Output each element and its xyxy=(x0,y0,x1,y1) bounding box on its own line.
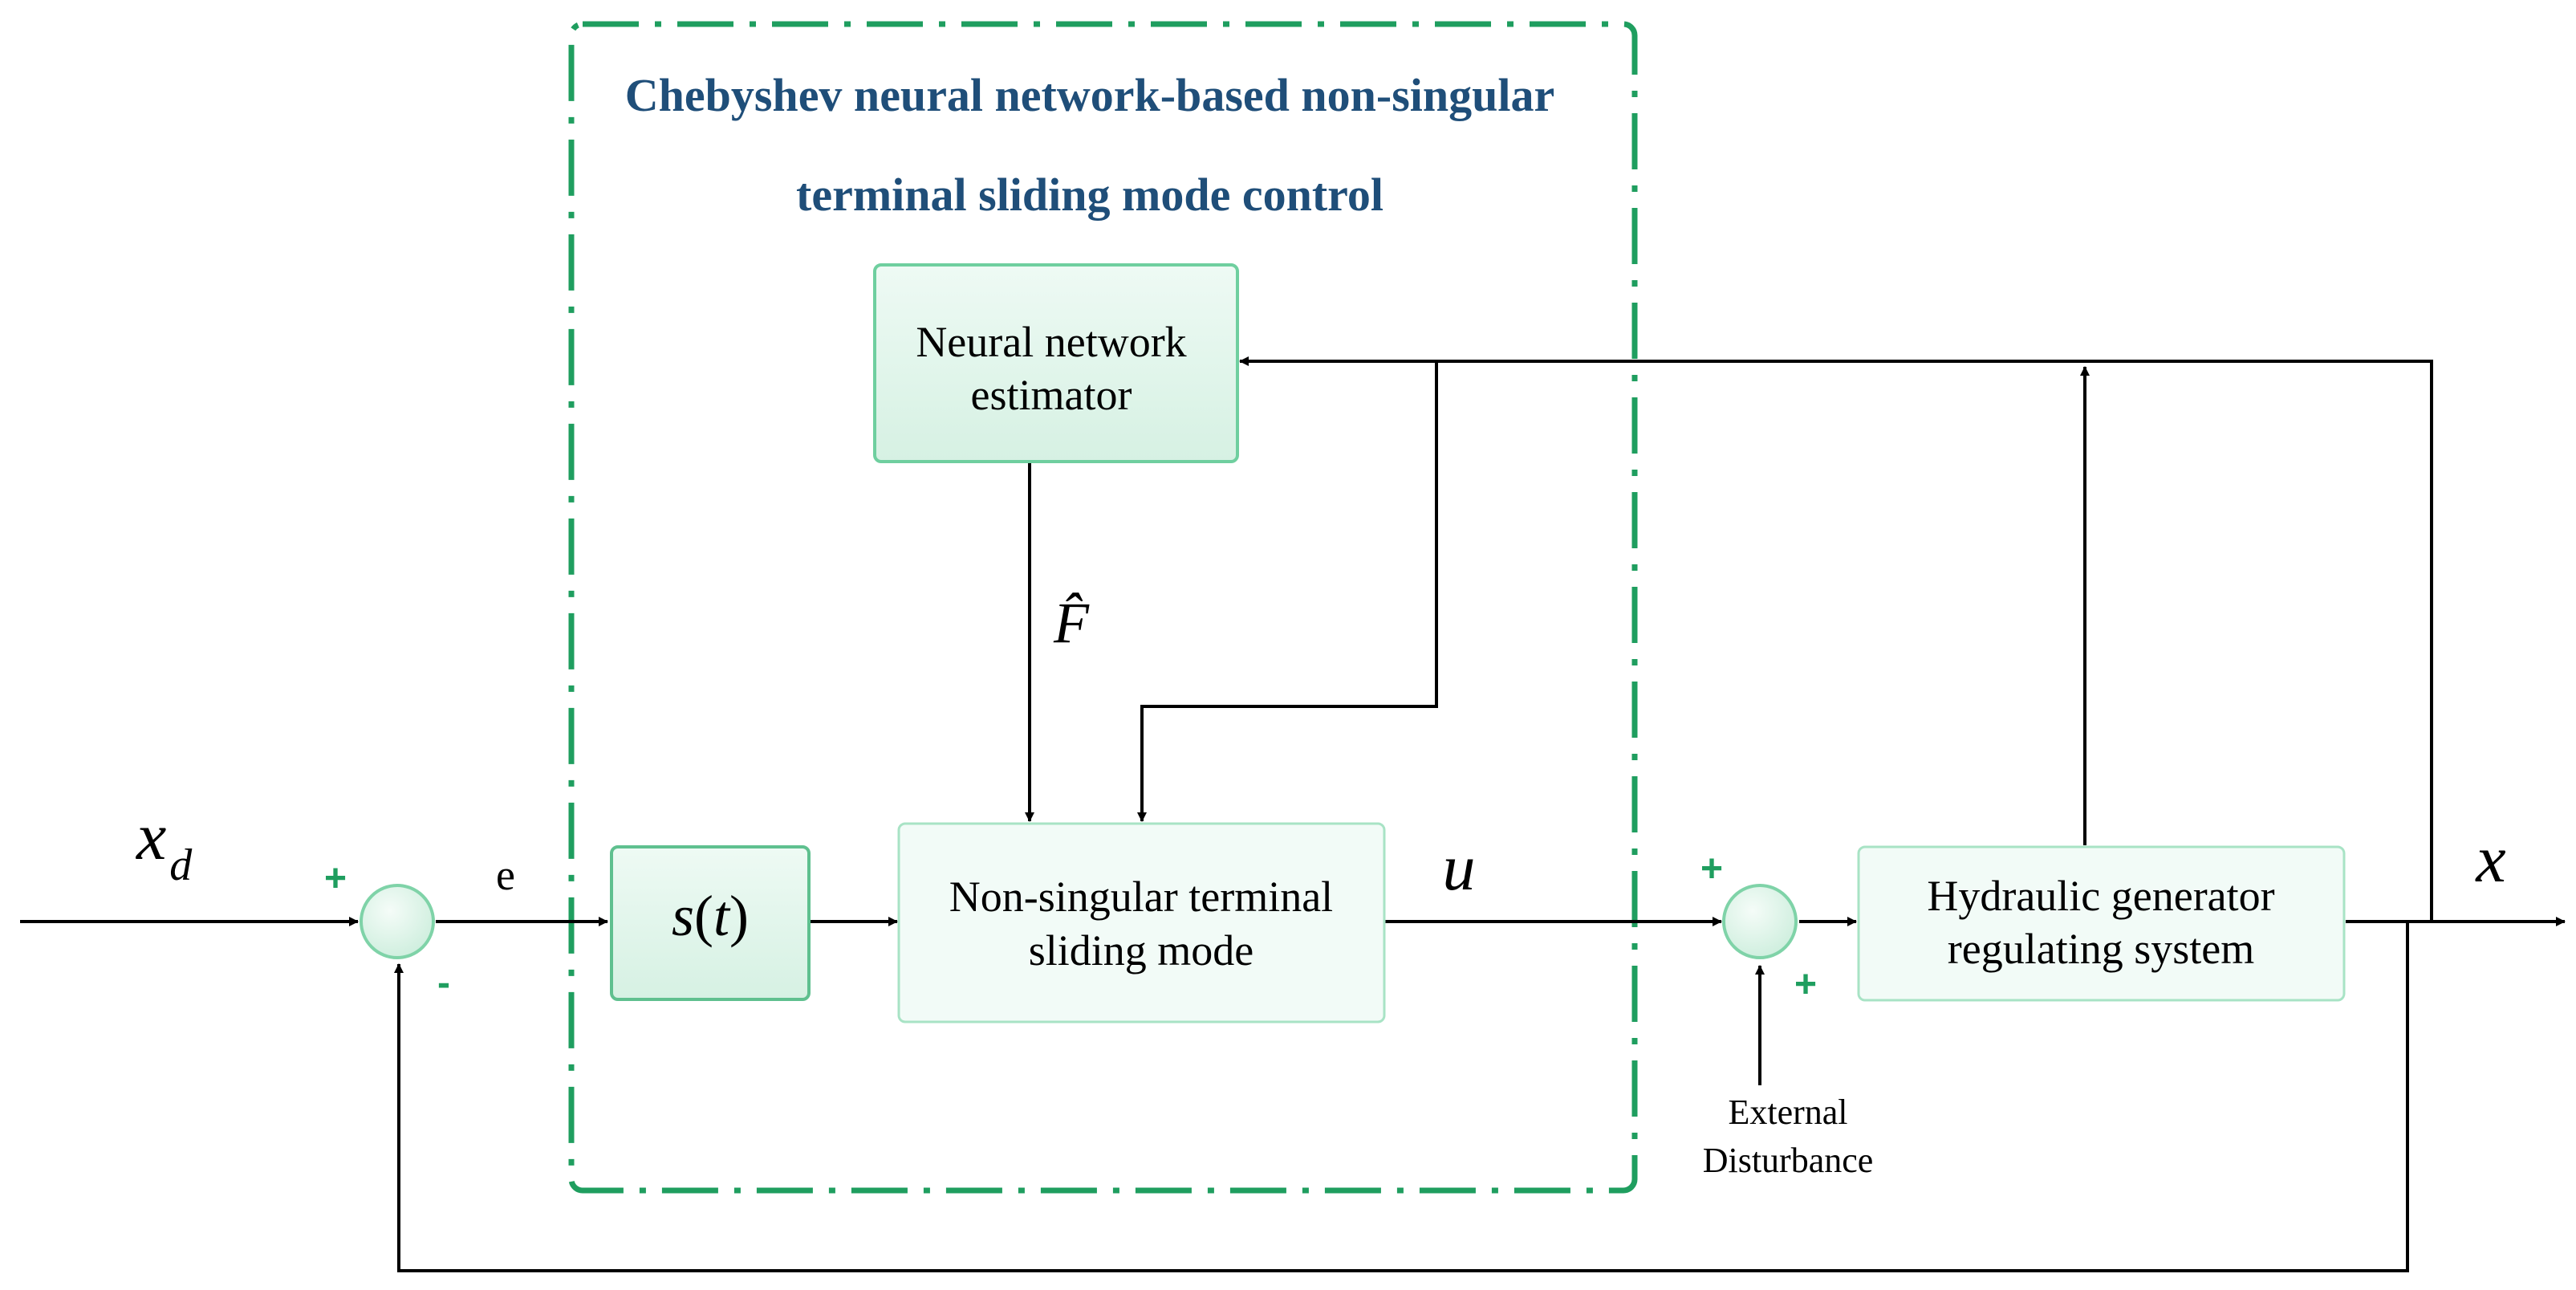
hydraulic-label-line2: regulating system xyxy=(1948,925,2254,973)
sum1-plus-sign: + xyxy=(324,857,347,900)
hydraulic-system-block: Hydraulic generator regulating system xyxy=(1857,845,2346,1002)
ntsm-block: Non-singular terminal sliding mode xyxy=(897,822,1386,1023)
estimator-label-line1: Neural network xyxy=(916,318,1186,366)
ntsm-label-line2: sliding mode xyxy=(1029,926,1254,975)
sum2-plus-sign-bottom: + xyxy=(1794,963,1817,1006)
sum1-minus-sign: - xyxy=(437,962,450,1004)
summing-junction-1 xyxy=(360,884,435,959)
error-signal-label: e xyxy=(496,851,515,899)
sum2-plus-sign-top: + xyxy=(1700,848,1723,890)
controller-title-line1: Chebyshev neural network-based non-singu… xyxy=(625,69,1555,121)
summing-junction-2 xyxy=(1722,884,1798,959)
disturbance-label-line1: External xyxy=(1728,1093,1847,1132)
feedback-to-ntsm-wire xyxy=(1137,361,1438,822)
disturbance-label-line2: Disturbance xyxy=(1703,1141,1874,1180)
sliding-surface-block: s(t) xyxy=(610,845,811,1001)
controller-boundary xyxy=(568,21,1638,1194)
estimator-label-line2: estimator xyxy=(971,371,1132,419)
ntsm-label-line1: Non-singular terminal xyxy=(949,873,1333,921)
neural-network-estimator-block: Neural network estimator xyxy=(873,263,1239,463)
reference-signal-label: xd xyxy=(135,800,193,890)
sliding-surface-label: s(t) xyxy=(672,884,749,948)
control-signal-label: u xyxy=(1443,831,1476,904)
output-signal-label: x xyxy=(2474,822,2505,897)
controller-title-line2: terminal sliding mode control xyxy=(796,169,1383,221)
estimate-signal-label: F̂ xyxy=(1053,591,1090,655)
output-to-estimator-wire xyxy=(1239,356,2433,922)
feedback-wire xyxy=(394,922,2409,1272)
hydraulic-label-line1: Hydraulic generator xyxy=(1927,872,2274,920)
